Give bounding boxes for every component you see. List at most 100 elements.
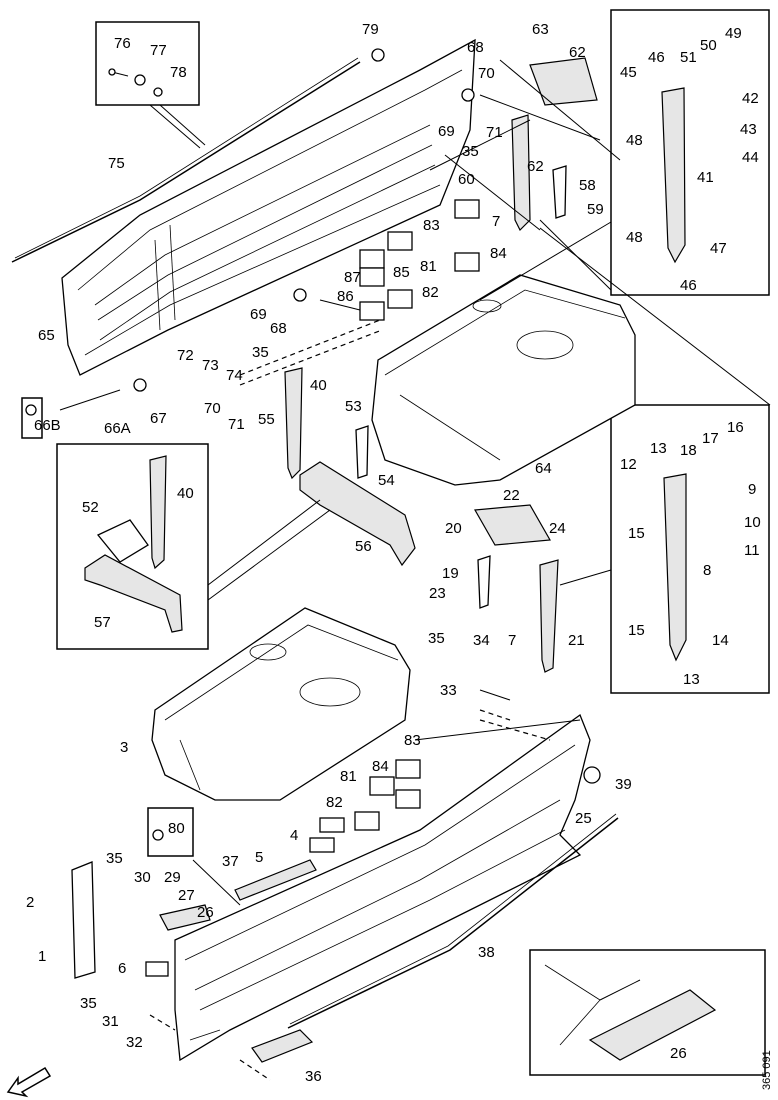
callout-72: 72 [177, 347, 194, 364]
fuel-tank-64 [371, 274, 636, 486]
inset-box-bracket-8 [610, 404, 770, 694]
callout-35-lower: 35 [428, 630, 445, 647]
callout-55: 55 [258, 411, 275, 428]
callout-84-lower: 84 [372, 758, 389, 775]
bracket-40 [284, 367, 303, 480]
step-26-main [159, 904, 211, 931]
callout-47: 47 [710, 240, 727, 257]
callout-14: 14 [712, 632, 729, 649]
rubber-pads-upper [359, 199, 480, 321]
callout-7-upper: 7 [492, 213, 500, 230]
trim-strip-75 [11, 61, 361, 263]
callout-85: 85 [393, 264, 410, 281]
callout-43: 43 [740, 121, 757, 138]
callout-48-top: 48 [626, 132, 643, 149]
callout-40-inset: 40 [177, 485, 194, 502]
fuel-tank-3 [151, 607, 411, 801]
step-plate-37 [234, 859, 317, 901]
callout-12: 12 [620, 456, 637, 473]
callout-10: 10 [744, 514, 761, 531]
callout-57: 57 [94, 614, 111, 631]
rubber-pads-lower [145, 759, 421, 977]
callout-46-bottom: 46 [680, 277, 697, 294]
callout-34: 34 [473, 632, 490, 649]
callout-27: 27 [178, 887, 195, 904]
bracket-7-lower [539, 559, 559, 673]
support-frame-57 [84, 554, 183, 633]
callout-25: 25 [575, 810, 592, 827]
callout-54: 54 [378, 472, 395, 489]
callout-70: 70 [478, 65, 495, 82]
callout-16: 16 [727, 419, 744, 436]
callout-35: 35 [462, 143, 479, 160]
callout-labels: 76 77 78 75 79 68 70 69 71 35 63 62 62 6… [26, 21, 761, 1085]
callout-52: 52 [82, 499, 99, 516]
callout-64: 64 [535, 460, 552, 477]
callout-48-bottom: 48 [626, 229, 643, 246]
callout-35-bottom: 35 [106, 850, 123, 867]
clip-68b [293, 288, 307, 302]
clip-39 [583, 766, 601, 784]
callout-75: 75 [108, 155, 125, 172]
inset-box-66b [21, 397, 43, 439]
bracket-62-small [552, 165, 567, 219]
callout-33: 33 [440, 682, 457, 699]
callout-79: 79 [362, 21, 379, 38]
callout-62: 62 [569, 44, 586, 61]
callout-59: 59 [587, 201, 604, 218]
callout-77: 77 [150, 42, 167, 59]
callout-50: 50 [700, 37, 717, 54]
callout-66b: 66B [34, 417, 61, 434]
callout-63: 63 [532, 21, 549, 38]
callout-81: 81 [420, 258, 437, 275]
callout-29: 29 [164, 869, 181, 886]
callout-36: 36 [305, 1068, 322, 1085]
callout-42: 42 [742, 90, 759, 107]
lower-side-skirt-25 [174, 713, 591, 1062]
callout-30: 30 [134, 869, 151, 886]
callout-83: 83 [423, 217, 440, 234]
plate-62-upper [529, 57, 598, 106]
callout-21: 21 [568, 632, 585, 649]
support-frame-56 [299, 461, 416, 567]
callout-56: 56 [355, 538, 372, 555]
callout-46-top: 46 [648, 49, 665, 66]
callout-41: 41 [697, 169, 714, 186]
callout-35-end: 35 [80, 995, 97, 1012]
callout-26: 26 [197, 904, 214, 921]
callout-58: 58 [579, 177, 596, 194]
callout-62-small: 62 [527, 158, 544, 175]
callout-68-lower: 68 [270, 320, 287, 337]
callout-74: 74 [226, 367, 243, 384]
callout-4: 4 [290, 827, 298, 844]
callout-68: 68 [467, 39, 484, 56]
callout-80: 80 [168, 820, 185, 837]
callout-15-bottom: 15 [628, 622, 645, 639]
callout-1: 1 [38, 948, 46, 965]
callout-32: 32 [126, 1034, 143, 1051]
callout-84: 84 [490, 245, 507, 262]
callout-17: 17 [702, 430, 719, 447]
callout-9: 9 [748, 481, 756, 498]
bracket-8 [663, 473, 687, 662]
callout-60: 60 [458, 171, 475, 188]
trim-strip-38 [287, 817, 619, 1029]
callout-71-lower: 71 [228, 416, 245, 433]
callout-26-inset: 26 [670, 1045, 687, 1062]
clip-80 [152, 829, 164, 841]
callout-65: 65 [38, 327, 55, 344]
plate-22 [474, 504, 551, 546]
callout-35-mid: 35 [252, 344, 269, 361]
callout-22: 22 [503, 487, 520, 504]
step-26-inset [588, 989, 717, 1061]
callout-5: 5 [255, 849, 263, 866]
bracket-53 [355, 425, 369, 479]
callout-45: 45 [620, 64, 637, 81]
inset-box-bracket-57 [56, 443, 209, 650]
callout-37: 37 [222, 853, 239, 870]
callout-40: 40 [310, 377, 327, 394]
callout-81-lower: 81 [340, 768, 357, 785]
bracket-7-upper [511, 114, 531, 232]
callout-67: 67 [150, 410, 167, 427]
